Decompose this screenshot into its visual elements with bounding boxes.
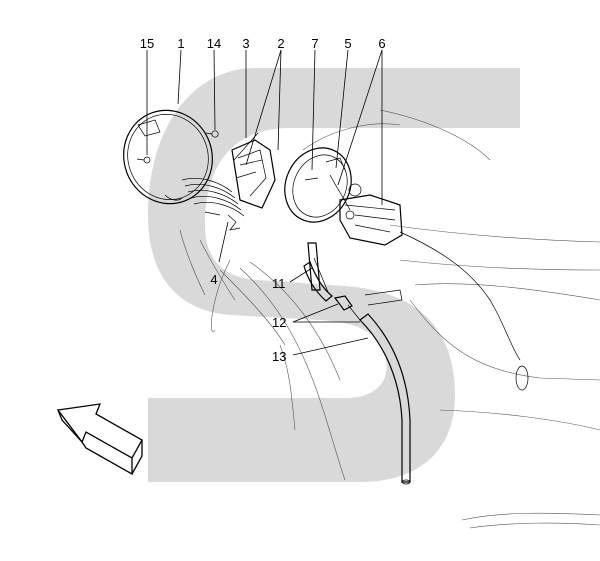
label-13: 13 [272, 349, 286, 364]
drain-tube [359, 313, 411, 485]
label-5: 5 [344, 36, 351, 51]
release-cable [399, 231, 529, 391]
label-4: 4 [210, 272, 217, 287]
label-15: 15 [140, 36, 154, 51]
car-body-outline [179, 109, 600, 529]
label-1: 1 [177, 36, 184, 51]
fuel-door [123, 109, 213, 205]
hinge-bracket [231, 139, 276, 209]
label-12: 12 [272, 315, 286, 330]
label-14: 14 [207, 36, 221, 51]
filler-housing [284, 147, 352, 223]
connector [333, 289, 403, 321]
spring-clip [227, 214, 241, 231]
leader-lines [146, 49, 383, 356]
watermark-s-logo [148, 68, 520, 482]
hose [303, 242, 333, 302]
label-7: 7 [311, 36, 318, 51]
hinge-arms [181, 178, 245, 217]
actuator [325, 157, 403, 246]
label-3: 3 [242, 36, 249, 51]
front-direction-arrow-icon [56, 403, 143, 476]
label-6: 6 [378, 36, 385, 51]
label-2: 2 [277, 36, 284, 51]
label-11: 11 [272, 276, 286, 291]
screw-14 [205, 130, 219, 138]
part-labels: 15 1 14 3 2 7 5 6 4 11 12 13 [140, 36, 386, 364]
screw-15 [136, 156, 151, 164]
